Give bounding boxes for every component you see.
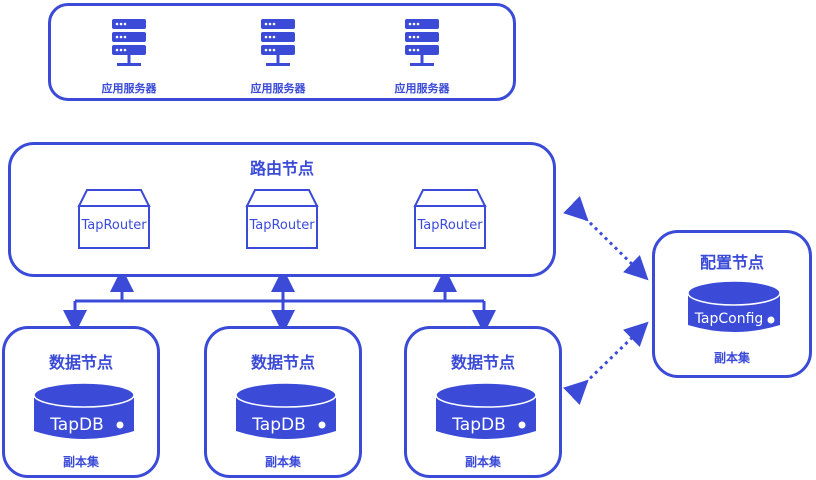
data-node-title: 数据节点 [250,353,315,372]
data-node-title: 数据节点 [48,353,113,372]
router-label: TapRouter [81,218,147,233]
router-box-icon [413,189,487,249]
config-link-arrows [563,196,649,405]
server-icon [405,19,439,66]
database-icon [33,382,135,439]
router-node: 路由节点 TapRouter TapRouter TapRouter [8,142,556,277]
data-node-subtitle: 副本集 [464,455,501,469]
router-box-icon [77,189,151,249]
config-node: 配置节点 TapConfig 副本集 [652,230,812,378]
router-data-bus [63,268,496,334]
router-box: TapRouter [77,188,151,250]
app-server-label: 应用服务器 [394,82,450,95]
data-node-subtitle: 副本集 [264,455,301,469]
app-server-label: 应用服务器 [101,82,157,95]
database-cylinder: TapDB [234,381,338,447]
server-icon [112,19,146,66]
app-server-label: 应用服务器 [250,82,306,95]
router-label: TapRouter [249,218,315,233]
database-cylinder: TapDB [32,381,136,447]
data-node: 数据节点 TapDB 副本集 [204,326,362,478]
data-db-label: TapDB [50,415,104,435]
database-icon [435,382,537,439]
database-cylinder: TapConfig [686,279,782,339]
config-db-label: TapConfig [694,311,764,327]
config-node-subtitle: 副本集 [713,351,750,365]
router-node-title: 路由节点 [249,159,314,178]
server-icon [261,19,295,66]
data-db-label: TapDB [252,415,306,435]
data-db-label: TapDB [452,415,506,435]
app-servers-group: 应用服务器 应用服务器 应用服务器 [48,3,516,101]
database-icon [687,280,781,332]
database-icon [235,382,337,439]
router-box: TapRouter [245,188,319,250]
data-node: 数据节点 TapDB 副本集 [2,326,160,478]
data-node-title: 数据节点 [450,353,515,372]
config-node-title: 配置节点 [699,253,764,272]
router-box: TapRouter [413,188,487,250]
router-label: TapRouter [417,218,483,233]
database-cylinder: TapDB [434,381,538,447]
data-node: 数据节点 TapDB 副本集 [404,326,562,478]
data-node-subtitle: 副本集 [62,455,99,469]
router-box-icon [245,189,319,249]
